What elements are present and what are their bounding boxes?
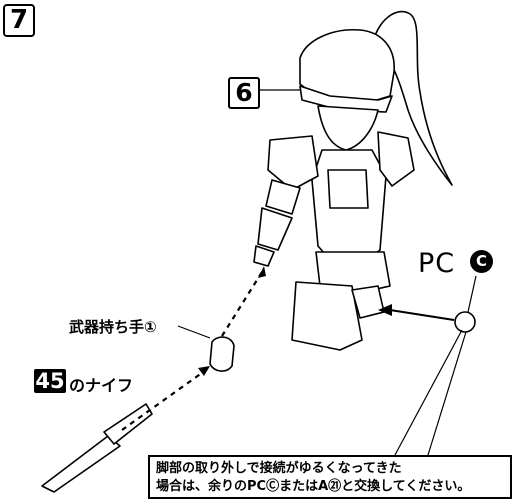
dashed-arrow-hand-to-wrist <box>221 271 263 337</box>
forearm <box>257 207 293 251</box>
pc-part-badge: C <box>470 250 493 273</box>
dashed-arrow-knife-to-hand <box>121 369 207 431</box>
knife-handle <box>103 403 153 445</box>
pc-label: PC <box>418 248 456 279</box>
head <box>299 29 395 103</box>
leader-note-left <box>394 329 463 456</box>
step-number-box: 7 <box>3 4 35 37</box>
knife-label: のナイフ <box>69 376 134 395</box>
note-line-2: 場合は、余りのPCⒸまたはA㉑と交換してください。 <box>156 479 471 494</box>
weapon-hand <box>209 336 235 372</box>
reference-step-box: 6 <box>228 77 260 109</box>
face <box>317 105 379 151</box>
knife-part-badge: 45 <box>34 369 66 393</box>
upper-arm <box>265 179 301 215</box>
knife-blade <box>41 435 121 493</box>
left-shoulder <box>377 131 415 187</box>
leader-note-right <box>427 331 467 456</box>
leg <box>291 281 363 351</box>
visor <box>299 85 393 113</box>
right-shoulder <box>267 135 319 191</box>
pc-joint <box>454 311 476 333</box>
leader-pc <box>467 275 477 313</box>
leader-hand <box>177 325 211 339</box>
note-line-1: 脚部の取り外しで接続がゆるくなってきた <box>156 461 402 476</box>
arrow-pc-to-leg <box>389 309 455 321</box>
chest-detail <box>327 169 369 209</box>
hand-label: 武器持ち手① <box>69 318 157 336</box>
note-box: 脚部の取り外しで接続がゆるくなってきた 場合は、余りのPCⒸまたはA㉑と交換して… <box>148 455 512 499</box>
wrist <box>253 245 275 267</box>
